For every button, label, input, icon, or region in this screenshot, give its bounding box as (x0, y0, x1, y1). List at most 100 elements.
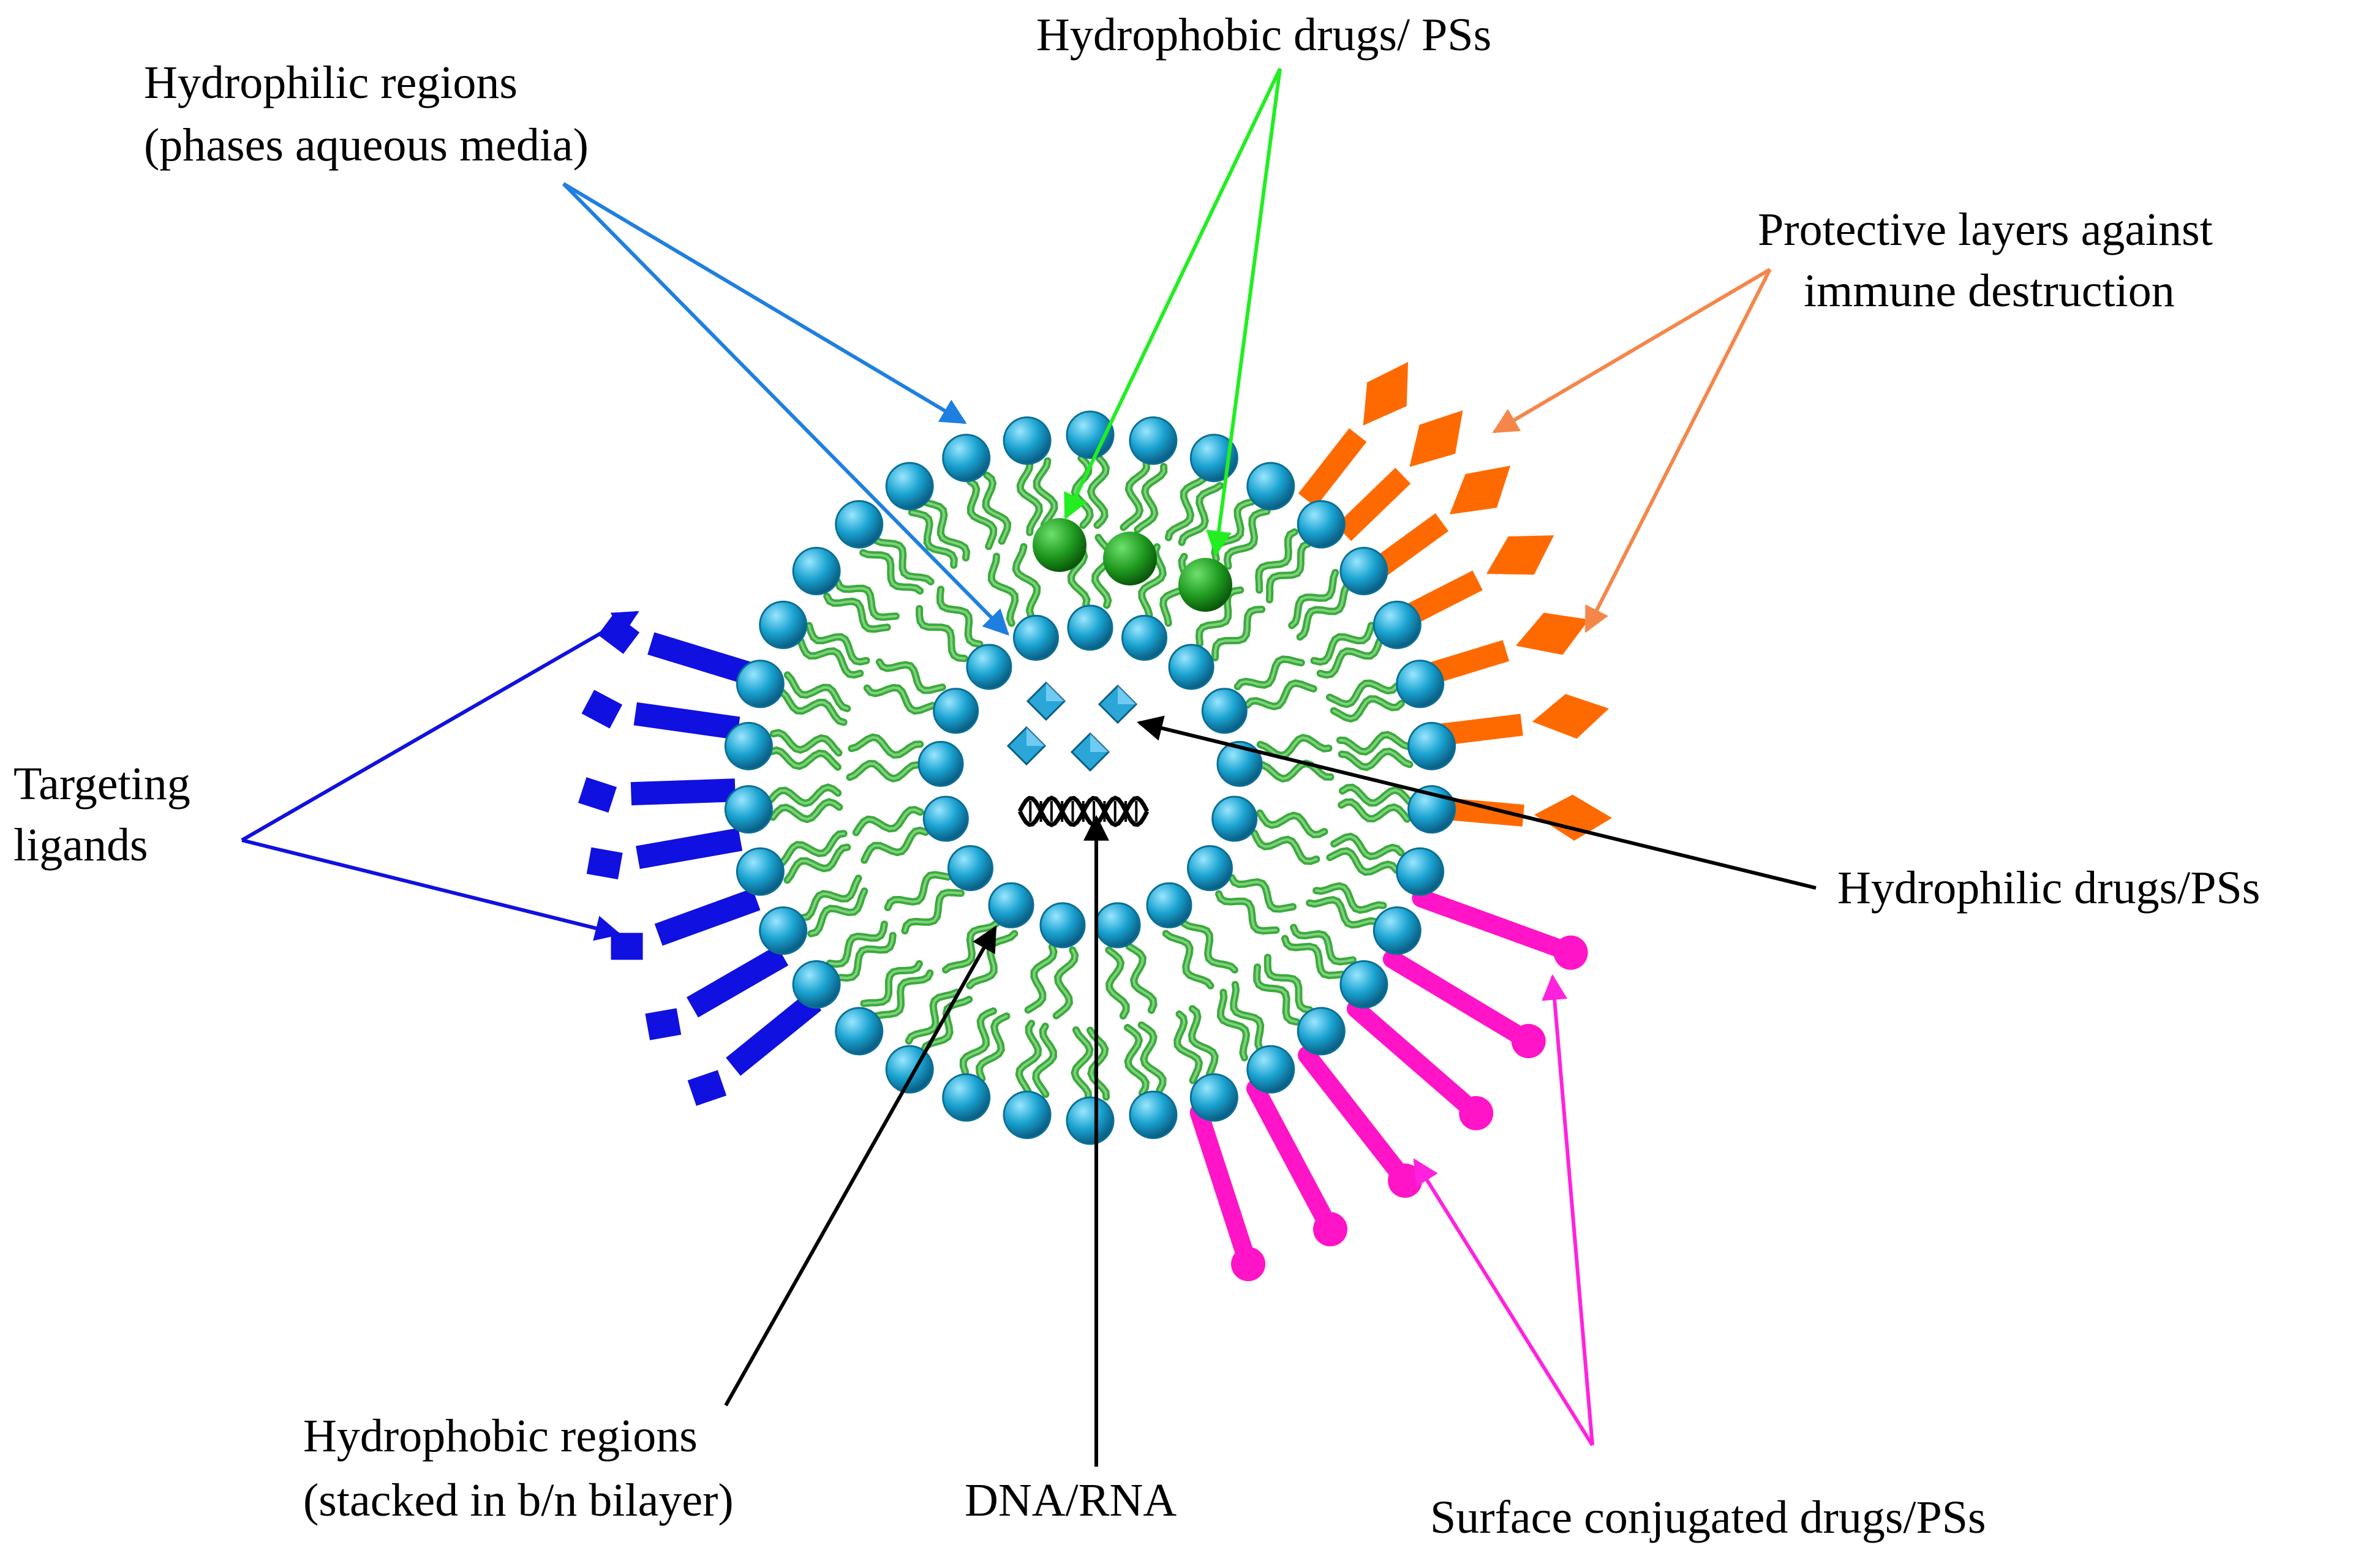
lipid-head-inner (1211, 795, 1258, 842)
callout-arrow (1064, 67, 1282, 520)
callout-arrow (241, 838, 622, 941)
conjugated-drug-ball (1231, 1247, 1266, 1282)
lipid-tail-outer-highlight (922, 998, 971, 1052)
hydrophilic-drug-crystal-facet (1090, 734, 1109, 752)
lipid-tail-outer-highlight (1290, 571, 1337, 627)
lipid-tail-outer-highlight (984, 474, 1009, 543)
lipid-tail-inner-highlight (1014, 545, 1039, 617)
lipid-tail-outer-highlight (910, 511, 955, 566)
lipid-tail-outer-highlight (1298, 585, 1348, 639)
lipid-tail-outer-highlight (1332, 698, 1403, 720)
lipid-tail-outer-highlight (1268, 543, 1309, 601)
lipid-head-inner (1216, 740, 1263, 787)
lipid-tail-outer-highlight (1190, 1007, 1216, 1076)
lipid-head-inner (1168, 644, 1214, 690)
hydrophobic-drug-spheres (1033, 518, 1232, 612)
lipid-tail-inner-highlight (1236, 658, 1303, 688)
lipid-tail-inner-highlight (990, 555, 1017, 625)
hydrophilic-drug-crystal-facet (1118, 686, 1136, 704)
lipid-head-inner (1121, 615, 1168, 661)
label-hydrophobic-regions-line1: Hydrophobic regions (303, 1410, 698, 1462)
lipid-head-outer (835, 500, 884, 549)
lipid-tail-inner-highlight (1183, 922, 1236, 971)
lipid-tail-outer-highlight (1284, 937, 1344, 977)
lipid-head-outer (1339, 960, 1388, 1009)
targeting-ligand-stem (636, 828, 743, 869)
lipid-head-inner (1146, 882, 1192, 928)
lipid-tail-inner-highlight (1107, 949, 1128, 1017)
callout-arrows (241, 67, 1817, 1467)
lipid-head-inner (1094, 902, 1141, 949)
conjugated-drug-stick (1246, 1079, 1333, 1225)
dna-helix-icon (1017, 795, 1150, 827)
lipid-tail-inner-highlight (918, 607, 966, 660)
lipid-tail-inner-highlight (854, 808, 922, 834)
protective-layer-stem (1336, 467, 1411, 541)
lipid-head-outer (1066, 1096, 1115, 1145)
lipid-tail-outer-highlight (1333, 835, 1403, 858)
lipid-head-inner (966, 644, 1012, 690)
lipid-tail-inner-highlight (1128, 945, 1155, 1012)
lipid-head-outer (885, 462, 934, 511)
lipid-tail-outer-highlight (1019, 462, 1041, 534)
lipid-head-outer (1396, 847, 1445, 896)
lipid-head-outer (1066, 410, 1115, 459)
lipid-tail-outer-highlight (772, 731, 840, 754)
lipid-tail-outer-highlight (862, 962, 921, 1005)
lipid-head-outer (759, 906, 808, 955)
lipid-tail-outer-highlight (962, 1010, 995, 1074)
lipid-tail-inner-highlight (1026, 946, 1055, 1012)
lipid-head-outer (1373, 600, 1422, 649)
lipid-tail-outer-highlight (781, 691, 845, 724)
lipid-head-outer (835, 1007, 884, 1056)
lipid-head-outer (1246, 1045, 1295, 1094)
label-surface-conjugated: Surface conjugated drugs/PSs (1430, 1492, 1986, 1543)
targeting-ligand-head (586, 847, 623, 879)
lipid-head-outer (736, 660, 785, 709)
lipid-tail-inner-highlight (1164, 932, 1212, 987)
lipid-head-inner (1187, 845, 1233, 892)
lipid-tail-inner-highlight (848, 762, 919, 780)
targeting-ligand-head (598, 613, 640, 654)
lipid-tail-outer-highlight (786, 674, 849, 710)
targeting-ligand-stem (647, 632, 754, 685)
lipid-tail-inner-highlight (1262, 762, 1332, 780)
lipid-head-outer (759, 600, 808, 649)
lipid-tail-inner-highlight (903, 891, 962, 932)
protective-layer-diamond (1486, 535, 1554, 575)
lipid-tail-outer-highlight (839, 934, 894, 980)
lipid-tail-outer-highlight (1319, 640, 1381, 677)
lipid-tail-outer-highlight (1340, 750, 1411, 769)
lipid-tail-outer-highlight (1308, 898, 1377, 927)
callout-arrow (1206, 68, 1282, 557)
surface-conjugated-drugs (1189, 889, 1588, 1282)
lipid-tail-inner-highlight (1246, 682, 1315, 708)
outer-lipid-heads (724, 410, 1456, 1145)
conjugated-drug-stick (1412, 889, 1566, 957)
hydrophilic-drug-crystal-facet (1026, 728, 1045, 746)
lipid-head-outer (1373, 906, 1422, 955)
lipid-tail-outer-highlight (1266, 956, 1311, 1012)
lipid-tail-outer-highlight (801, 877, 860, 919)
lipid-head-outer (1396, 660, 1445, 709)
lipid-tail-outer (1288, 569, 1339, 630)
lipid-head-outer (942, 1073, 991, 1122)
lipid-tail-outer-highlight (780, 832, 845, 865)
lipid-tail-inner (1211, 606, 1266, 661)
targeting-ligand-head (578, 777, 617, 813)
conjugated-drug-stick (1189, 1103, 1253, 1259)
callout-arrow (241, 611, 639, 842)
callout-arrow (562, 182, 967, 424)
lipid-tail-inner-highlight (886, 873, 949, 909)
lipid-tail-outer-highlight (770, 748, 839, 769)
lipid-tail-inner-highlight (863, 829, 927, 862)
lipid-tail-outer-highlight (1341, 786, 1410, 805)
lipid-head-outer (1297, 1007, 1346, 1056)
lipid-head-inner (1012, 615, 1059, 661)
lipid-tail-inner-highlight (1214, 608, 1263, 659)
targeting-ligand-head (687, 1070, 727, 1106)
lipid-head-outer (942, 434, 991, 483)
lipid-tail-inner-highlight (938, 588, 981, 645)
lipid-head-outer (792, 960, 841, 1009)
lipid-head-inner (933, 688, 979, 734)
